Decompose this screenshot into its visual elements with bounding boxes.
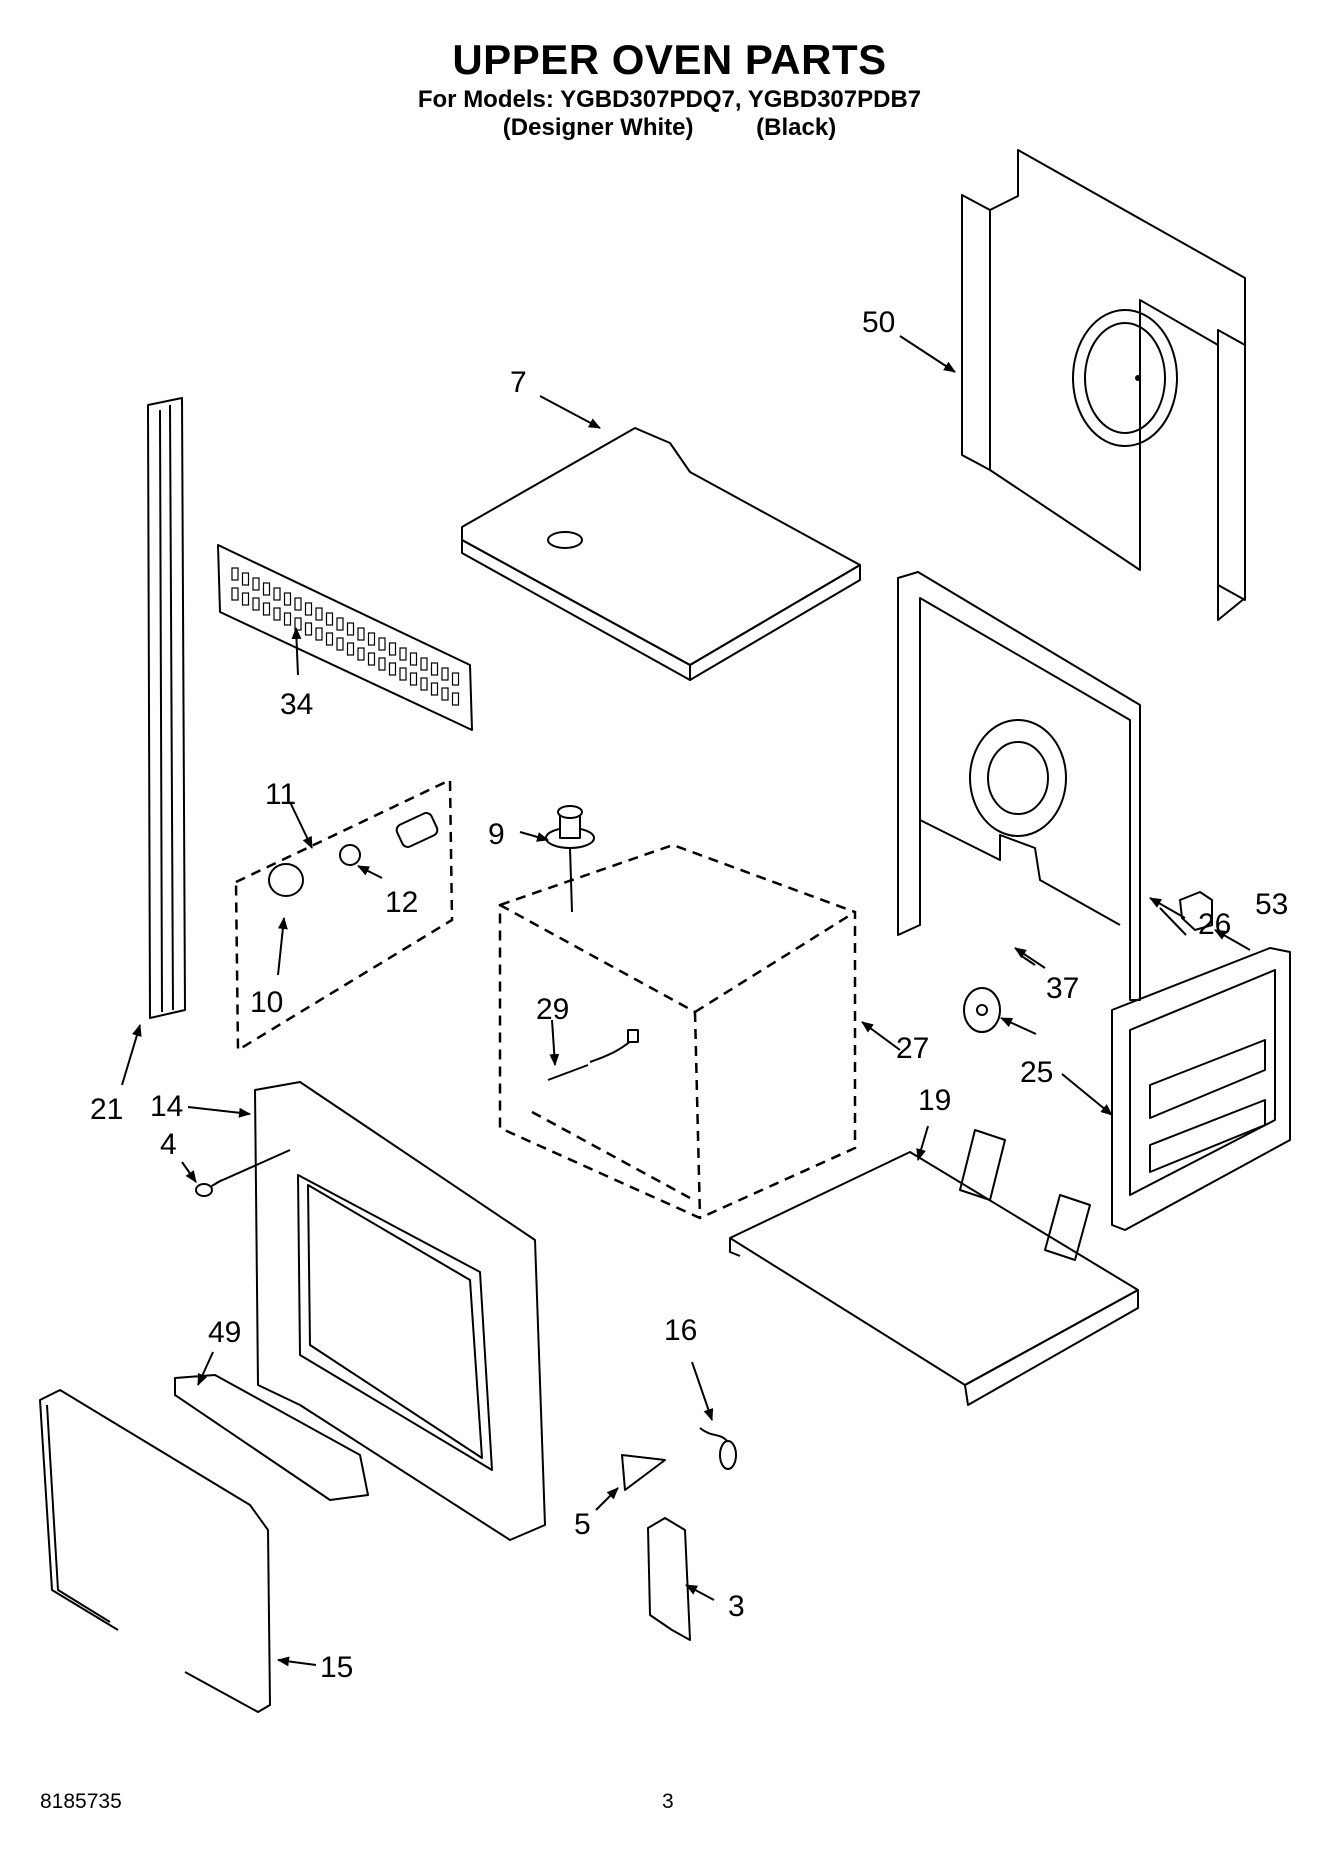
grille-slot — [378, 637, 386, 651]
grille-slot — [325, 632, 334, 646]
grille-slot — [336, 617, 344, 631]
grille-slot — [294, 597, 302, 611]
part-5-bracket — [621, 1454, 666, 1491]
callout-26: 26 — [1198, 908, 1232, 941]
part-29-probe — [547, 1029, 639, 1081]
grille-slot — [273, 587, 281, 601]
document-number: 8185735 — [40, 1790, 122, 1813]
part-19-bottom-panel — [729, 1129, 1139, 1406]
callout-14: 14 — [150, 1090, 184, 1123]
part-49-trim-strip — [174, 1374, 369, 1501]
part-16-spring — [699, 1427, 737, 1470]
part-53-bracket — [1179, 891, 1213, 931]
grille-slot — [304, 602, 313, 616]
callout-3: 3 — [728, 1590, 745, 1623]
callout-11: 11 — [265, 778, 297, 811]
grille-slot — [441, 687, 449, 701]
models-line: For Models: YGBD307PDQ7, YGBD307PDB7 — [417, 86, 922, 113]
grille-slot — [252, 577, 260, 591]
grille-slot — [241, 592, 250, 606]
callout-10: 10 — [250, 986, 284, 1019]
part-7-top-panel — [461, 427, 861, 681]
callout-25: 25 — [1020, 1056, 1054, 1089]
callout-27: 27 — [896, 1032, 930, 1065]
part-34-vent-grille — [217, 544, 473, 731]
part-3-hinge-bracket — [647, 1517, 691, 1641]
callout-15: 15 — [320, 1651, 354, 1684]
variant-black: (Black) — [756, 114, 837, 141]
callout-50: 50 — [862, 306, 896, 339]
callout-21: 21 — [90, 1093, 124, 1126]
group-11-control-knobs — [234, 778, 454, 1053]
grille-slot — [420, 677, 428, 691]
grille-slot — [430, 662, 439, 676]
callout-4: 4 — [160, 1128, 177, 1161]
grille-slot — [451, 692, 460, 706]
part-21-side-trim — [147, 397, 186, 1019]
grille-slot — [420, 657, 428, 671]
callout-9: 9 — [488, 818, 505, 851]
callout-12: 12 — [385, 886, 419, 919]
grille-slot — [262, 582, 271, 596]
page-title: UPPER OVEN PARTS — [452, 36, 887, 83]
part-50-rear-panel — [961, 149, 1246, 621]
model-variants: (Designer White) (Black) — [0, 114, 1339, 142]
grille-slot — [231, 567, 239, 581]
part-25-side-panel — [1111, 947, 1291, 1231]
callout-7: 7 — [510, 366, 527, 399]
grille-slot — [357, 627, 365, 641]
grille-slot — [304, 622, 313, 636]
grille-slot — [378, 657, 386, 671]
grille-slot — [346, 622, 355, 636]
grille-slot — [315, 607, 323, 621]
callout-49: 49 — [208, 1316, 242, 1349]
grille-slot — [315, 627, 323, 641]
grille-slot — [283, 612, 292, 626]
callout-16: 16 — [664, 1314, 698, 1347]
grille-slot — [367, 652, 376, 666]
callout-19: 19 — [918, 1084, 952, 1117]
grille-slot — [409, 652, 418, 666]
grille-slot — [252, 597, 260, 611]
page-number: 3 — [662, 1790, 674, 1813]
callout-53: 53 — [1255, 888, 1289, 921]
grille-slot — [346, 642, 355, 656]
grille-slot — [367, 632, 376, 646]
grille-slot — [262, 602, 271, 616]
grille-slot — [399, 667, 407, 681]
part-37-thermal-switch — [963, 987, 1001, 1033]
grille-slot — [357, 647, 365, 661]
grille-slot — [451, 672, 460, 686]
grille-slot — [388, 642, 397, 656]
grille-slot — [241, 572, 250, 586]
grille-slot — [388, 662, 397, 676]
grille-slot — [336, 637, 344, 651]
callout-5: 5 — [574, 1508, 591, 1541]
grille-slot — [399, 647, 407, 661]
callout-34: 34 — [280, 688, 314, 721]
part-9-sensor — [545, 805, 595, 913]
part-27-oven-cavity — [498, 843, 857, 1220]
part-4-screw — [195, 1179, 223, 1197]
grille-slot — [409, 672, 418, 686]
part-26-rear-housing — [897, 571, 1141, 1001]
callout-29: 29 — [536, 993, 570, 1026]
grille-slot — [231, 587, 239, 601]
callout-37: 37 — [1046, 972, 1080, 1005]
variant-designer-white: (Designer White) — [502, 114, 694, 141]
grille-slot — [430, 682, 439, 696]
grille-slot — [441, 667, 449, 681]
part-14-front-frame — [254, 1081, 546, 1541]
part-15-gasket — [39, 1389, 271, 1713]
grille-slot — [273, 607, 281, 621]
grille-slot — [283, 592, 292, 606]
callout-leaders — [121, 335, 1251, 1667]
grille-slot — [325, 612, 334, 626]
